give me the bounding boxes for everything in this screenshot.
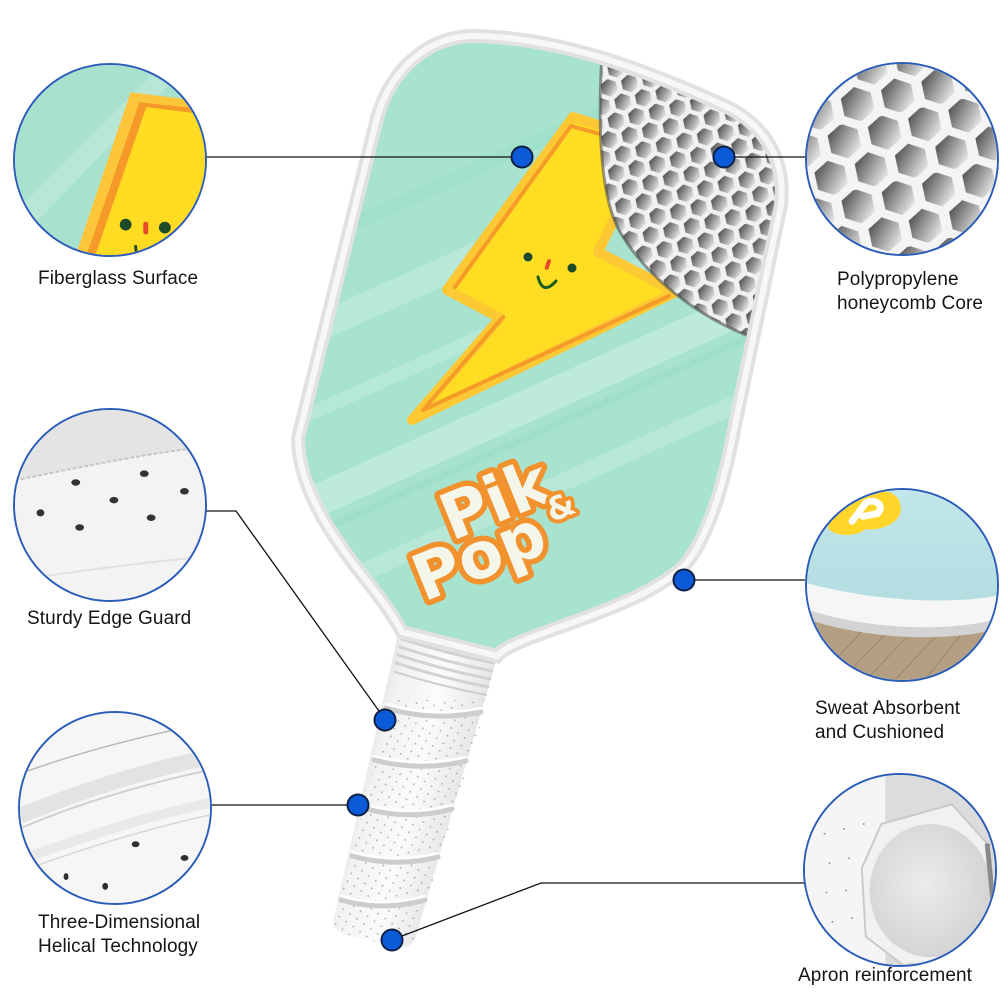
- paddle-edge-guard: [290, 28, 789, 664]
- callout-label-sturdy-edge-guard: Sturdy Edge Guard: [27, 607, 191, 631]
- callout-markers: [346, 145, 736, 952]
- marker-dot-fiberglass: [510, 145, 534, 169]
- label-line: Sturdy Edge Guard: [27, 608, 192, 629]
- marker-dot-edge-guard: [373, 708, 397, 732]
- marker-dot-apron: [380, 928, 404, 952]
- smiley-face: [523, 252, 577, 289]
- label-line: Apron reinforcement: [798, 965, 973, 986]
- label-line: Three-Dimensional: [38, 912, 201, 933]
- closeup-honeycomb-core: [805, 62, 999, 256]
- edge-guard-closeup-image: [15, 410, 205, 600]
- label-line: Fiberglass Surface: [38, 268, 199, 289]
- sweat-absorbent-closeup-image: [807, 490, 997, 680]
- marker-dot-helical: [346, 793, 370, 817]
- callout-label-fiberglass-surface: Fiberglass Surface: [38, 267, 198, 291]
- grip-wrap-ridges: [338, 702, 484, 909]
- paddle-handle: [333, 626, 499, 948]
- honeycomb-closeup-image: [807, 64, 997, 254]
- paddle-face: Pik & Pop: [298, 36, 782, 656]
- closeup-sturdy-edge-guard: [13, 408, 207, 602]
- fiberglass-closeup-image: [15, 65, 205, 255]
- label-line: honeycomb Core: [837, 293, 984, 314]
- marker-dot-honeycomb: [712, 145, 736, 169]
- closeup-sweat-absorbent: [805, 488, 999, 682]
- closeup-helical-technology: [18, 711, 212, 905]
- label-line: Helical Technology: [38, 936, 198, 957]
- closeup-apron-reinforcement: [803, 773, 997, 967]
- apron-closeup-image: [805, 775, 995, 965]
- leader-line-apron: [401, 882, 805, 937]
- callout-label-apron-reinforcement: Apron reinforcement: [798, 964, 972, 988]
- callout-label-helical-technology: Three-Dimensional Helical Technology: [38, 911, 200, 959]
- label-line: Polypropylene: [837, 269, 959, 290]
- label-line: Sweat Absorbent: [815, 698, 961, 719]
- callout-label-honeycomb-core: Polypropylene honeycomb Core: [837, 268, 983, 316]
- closeup-fiberglass-surface: [13, 63, 207, 257]
- handle-collar-rings: [394, 637, 496, 696]
- leader-lines: [205, 156, 805, 937]
- helical-closeup-image: [20, 713, 210, 903]
- marker-dot-sweat-absorbent: [672, 568, 696, 592]
- leader-line-edge-guard: [205, 510, 380, 712]
- callout-label-sweat-absorbent: Sweat Absorbent and Cushioned: [815, 697, 960, 745]
- label-line: and Cushioned: [815, 722, 945, 743]
